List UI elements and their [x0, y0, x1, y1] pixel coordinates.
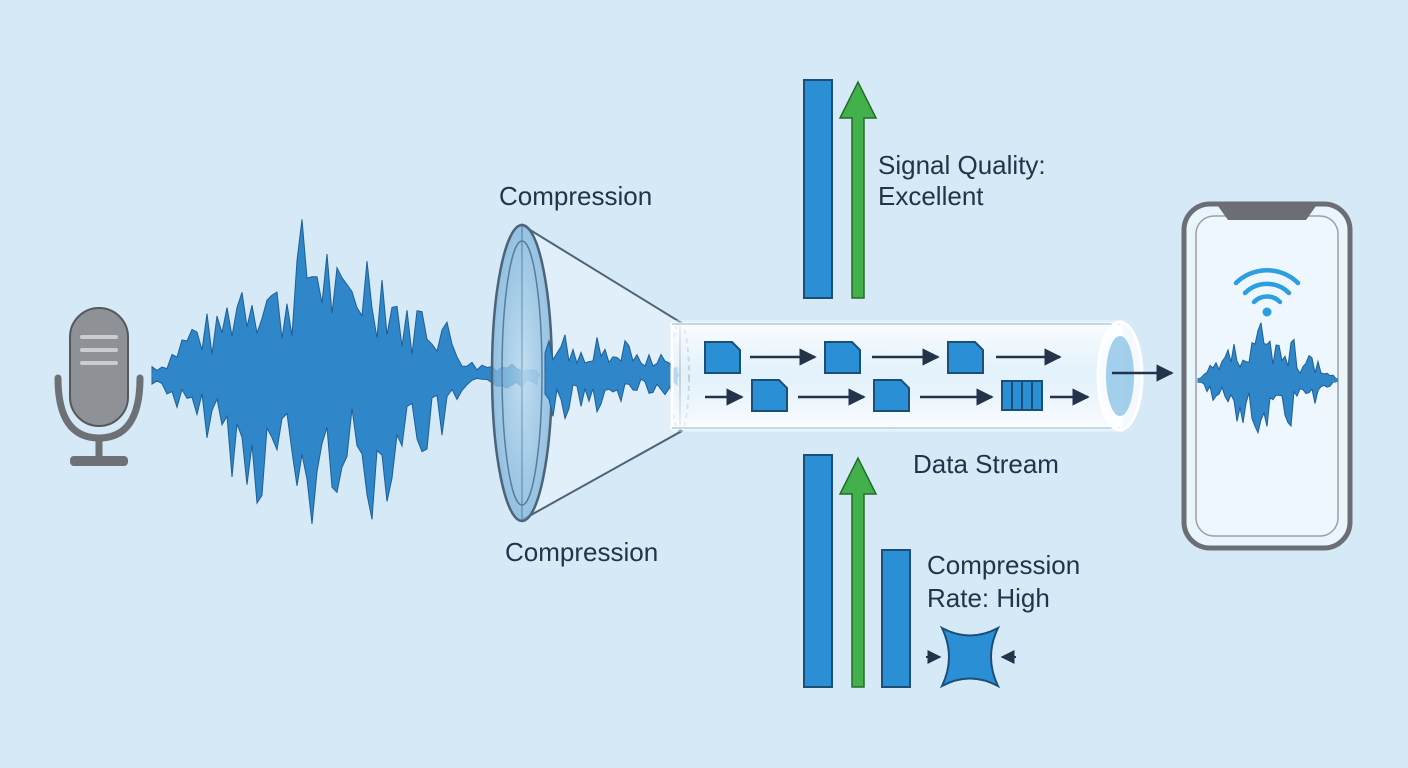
- data-stream-label: Data Stream: [913, 449, 1059, 479]
- data-buffer-icon: [1001, 380, 1043, 411]
- compression-funnel-icon: [490, 223, 690, 523]
- data-packet-icon: [704, 341, 741, 374]
- data-packet-icon: [751, 379, 788, 412]
- data-packet-icon: [824, 341, 861, 374]
- smartphone-icon: [1181, 201, 1353, 551]
- stream-bar-left: [803, 454, 833, 688]
- stream-up-arrow: [838, 456, 878, 688]
- data-packet-icon: [873, 379, 910, 412]
- signal-quality-up-arrow: [838, 80, 878, 299]
- received-waveform: [1197, 322, 1338, 435]
- signal-quality-label-line2: Excellent: [878, 181, 984, 211]
- data-packet-icon: [947, 341, 984, 374]
- wifi-dot: [1262, 307, 1272, 317]
- signal-quality-bar: [803, 79, 833, 299]
- audio-waveform: [151, 219, 540, 525]
- signal-quality-label-line1: Signal Quality:: [878, 150, 1046, 180]
- microphone-icon: [54, 307, 144, 466]
- stream-arrows: [705, 348, 1174, 406]
- compression-rate-bar: [881, 549, 911, 688]
- compression-top-label: Compression: [499, 181, 653, 211]
- compression-rate-label-line1: Compression: [927, 550, 1081, 580]
- data-stream-pipe: [670, 320, 1144, 432]
- compress-square-icon: [926, 625, 1016, 689]
- waveform-shape: [151, 219, 538, 525]
- compression-bottom-label: Compression: [505, 537, 659, 567]
- wifi-icon: [1233, 268, 1301, 305]
- compression-rate-label-line2: Rate: High: [927, 583, 1050, 613]
